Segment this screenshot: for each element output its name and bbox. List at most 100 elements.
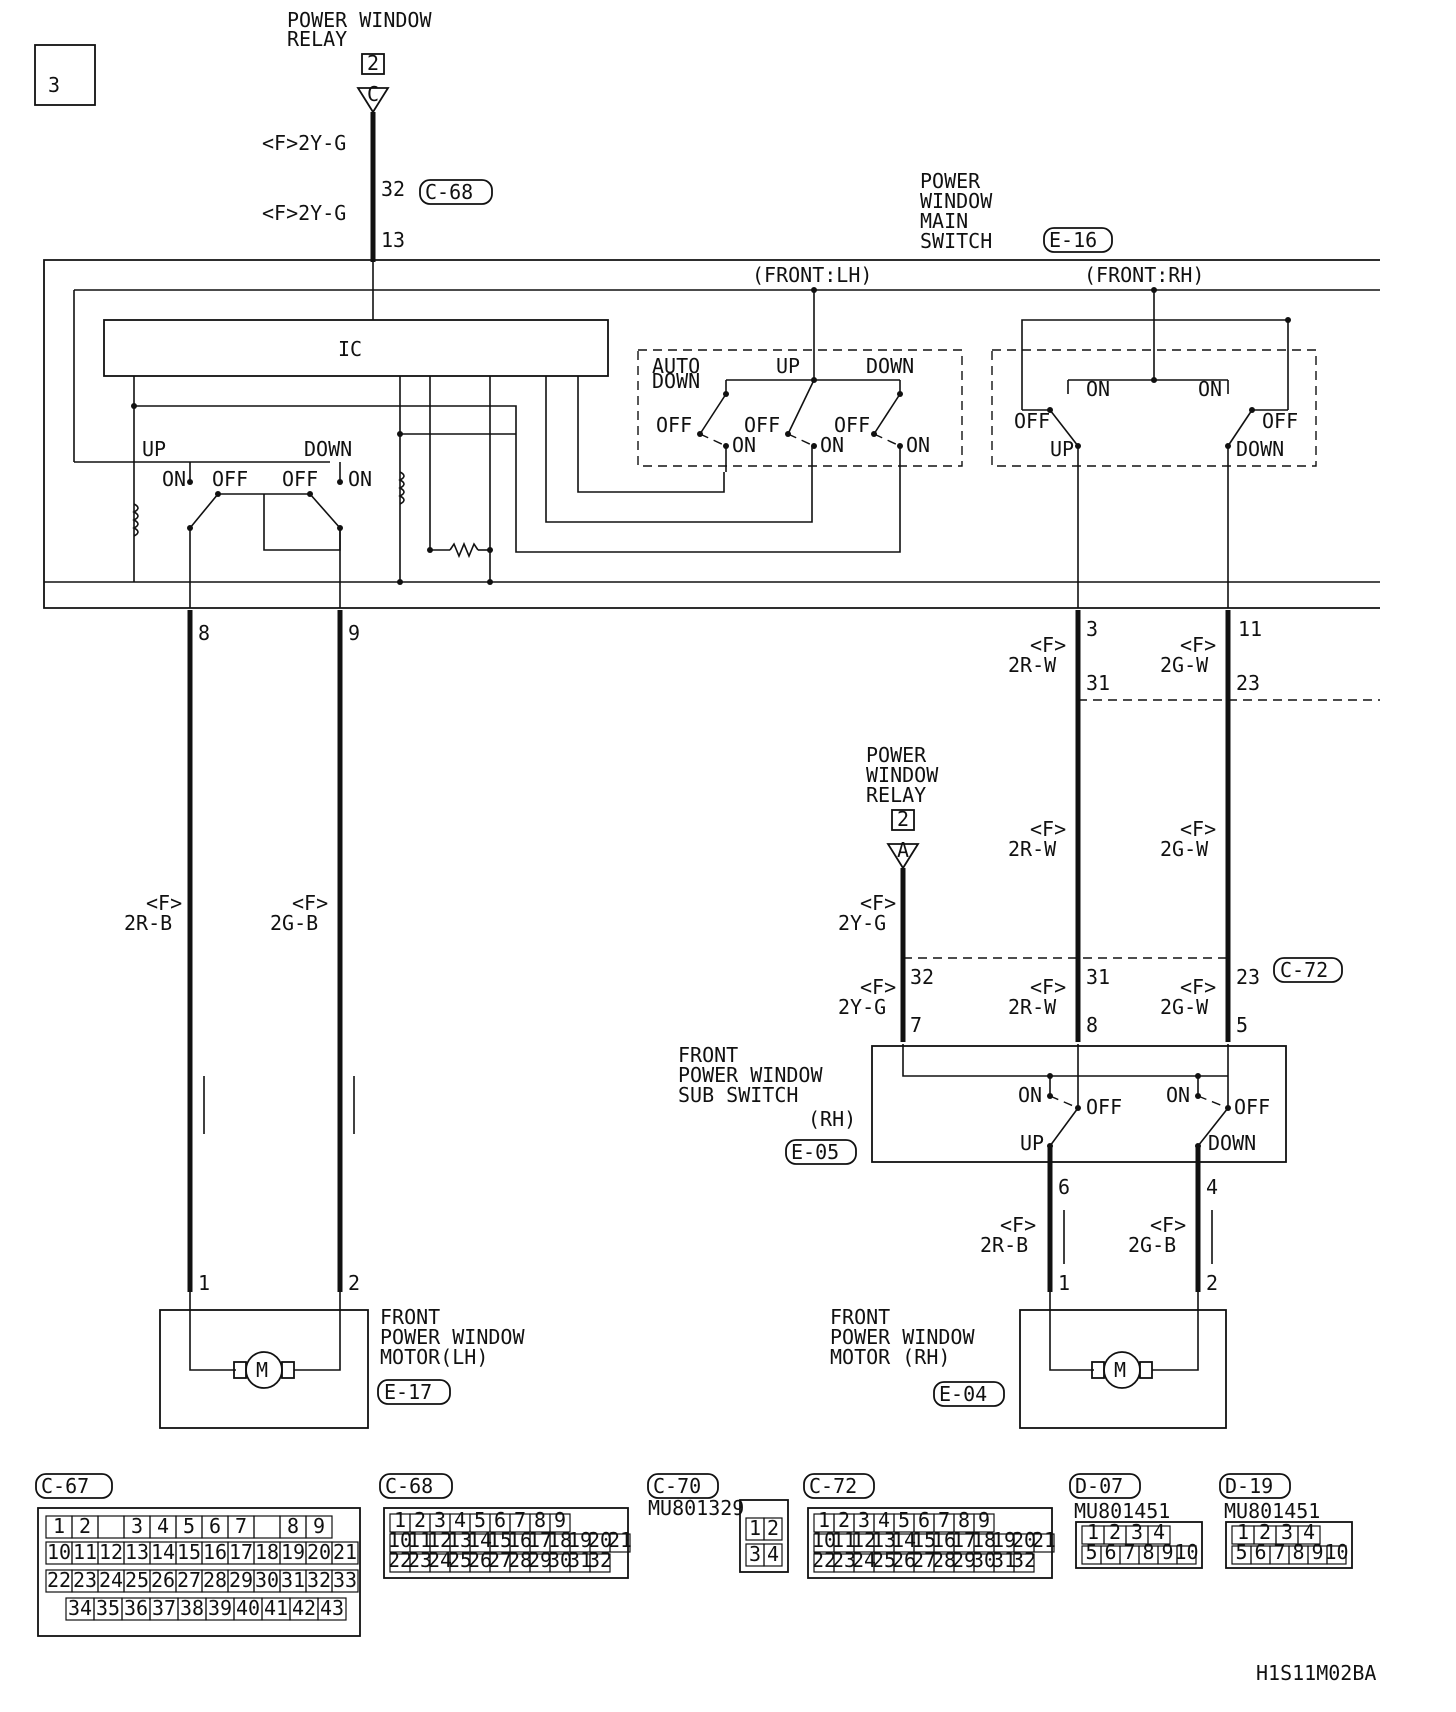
pin-number: 2 (1259, 1520, 1271, 1544)
pin-number: 18 (548, 1528, 572, 1552)
svg-text:4: 4 (1206, 1175, 1218, 1199)
svg-text:2: 2 (1206, 1271, 1218, 1295)
pin-number: 20 (588, 1528, 612, 1552)
drawing-code: H1S11M02BA (1256, 1661, 1376, 1685)
lh-relay-coil-2 (398, 471, 405, 505)
pin-number: 4 (157, 1514, 169, 1538)
svg-text:1: 1 (198, 1271, 210, 1295)
pin-number: 6 (1104, 1540, 1116, 1564)
pin-number: 18 (972, 1528, 996, 1552)
svg-text:C-68: C-68 (385, 1474, 433, 1498)
pin-cell (1297, 1525, 1321, 1545)
svg-text:FRONT: FRONT (830, 1305, 890, 1329)
pin-number: 26 (468, 1548, 492, 1572)
pin-number: 38 (180, 1596, 204, 1620)
pin-number: 29 (528, 1548, 552, 1572)
pin-number: 10 (1324, 1540, 1348, 1564)
svg-text:C-70: C-70 (653, 1474, 701, 1498)
pin-number: 20 (307, 1540, 331, 1564)
pin-cell (1033, 1533, 1055, 1553)
pin-number: 17 (528, 1528, 552, 1552)
connector-e04: E-04 (939, 1382, 987, 1406)
pin-number: 5 (1235, 1540, 1247, 1564)
svg-text:2: 2 (897, 807, 909, 831)
svg-text:UP: UP (1020, 1131, 1044, 1155)
pin-number: 10 (47, 1540, 71, 1564)
svg-text:UP: UP (1050, 437, 1074, 461)
pin-number: 39 (208, 1596, 232, 1620)
svg-text:8: 8 (1086, 1013, 1098, 1037)
main-switch-label: POWER WINDOW MAIN SWITCH E-16 (920, 169, 1113, 253)
ic-block (103, 319, 609, 377)
svg-text:POWER WINDOW: POWER WINDOW (830, 1325, 975, 1349)
wire-label-top-2: <F>2Y-G (262, 201, 346, 225)
pin-number: 11 (832, 1528, 856, 1552)
pin-number: 19 (281, 1540, 305, 1564)
pin-number: 6 (494, 1508, 506, 1532)
svg-text:DOWN: DOWN (866, 354, 914, 378)
pin-number: 7 (235, 1514, 247, 1538)
pin-cell (1147, 1525, 1171, 1545)
pin-number: 15 (177, 1540, 201, 1564)
wire-label-top-1: <F>2Y-G (262, 131, 346, 155)
svg-text:POWER: POWER (866, 743, 927, 767)
label-front-rh: (FRONT:RH) (1084, 263, 1204, 287)
svg-text:OFF: OFF (656, 413, 692, 437)
svg-text:5: 5 (1236, 1013, 1248, 1037)
svg-text:MOTOR (RH): MOTOR (RH) (830, 1345, 950, 1369)
pin-number: 6 (918, 1508, 930, 1532)
pin-cell (1326, 1545, 1347, 1565)
svg-text:SWITCH: SWITCH (920, 229, 992, 253)
pin-number: 9 (554, 1508, 566, 1532)
svg-text:ON: ON (906, 433, 930, 457)
pin-number: 21 (608, 1528, 632, 1552)
pin-number: 1 (53, 1514, 65, 1538)
pin-number: 4 (1153, 1520, 1165, 1544)
svg-text:32: 32 (910, 965, 934, 989)
pin-cell (1013, 1553, 1035, 1573)
svg-text:DOWN: DOWN (1236, 437, 1284, 461)
pin-rh-11: 11 (1238, 617, 1262, 641)
pin-number: 8 (534, 1508, 546, 1532)
svg-text:1: 1 (1058, 1271, 1070, 1295)
pin-number: 19 (568, 1528, 592, 1552)
pin-number: 37 (152, 1596, 176, 1620)
resistor (449, 541, 479, 559)
pin-cell (763, 1543, 783, 1567)
svg-text:23: 23 (1236, 965, 1260, 989)
svg-text:<F>: <F> (860, 975, 896, 999)
pin-number: 30 (548, 1548, 572, 1572)
pin-number: 29 (229, 1568, 253, 1592)
pin-cell (763, 1517, 783, 1541)
pin-number: 8 (1142, 1540, 1154, 1564)
pin-number: 28 (932, 1548, 956, 1572)
svg-text:31: 31 (1086, 671, 1110, 695)
svg-text:<F>: <F> (1180, 975, 1216, 999)
pin-number: 5 (474, 1508, 486, 1532)
svg-text:<F>: <F> (1000, 1213, 1036, 1237)
pin-number: 8 (958, 1508, 970, 1532)
pin-number: 24 (428, 1548, 452, 1572)
pin-number: 41 (264, 1596, 288, 1620)
pin-number: 24 (99, 1568, 123, 1592)
pin-number: 8 (1292, 1540, 1304, 1564)
svg-text:<F>: <F> (1150, 1213, 1186, 1237)
pin-number: 21 (333, 1540, 357, 1564)
connector-e05: E-05 (791, 1140, 839, 1164)
svg-text:MU801451: MU801451 (1224, 1499, 1320, 1523)
pin-number: 9 (1161, 1540, 1173, 1564)
pin-number: 32 (1012, 1548, 1036, 1572)
svg-text:A: A (897, 838, 909, 862)
pin-number: 5 (898, 1508, 910, 1532)
pin-number: 28 (203, 1568, 227, 1592)
pin-number: 16 (203, 1540, 227, 1564)
svg-text:OFF: OFF (1086, 1095, 1122, 1119)
svg-text:OFF: OFF (834, 413, 870, 437)
svg-text:<F>: <F> (1030, 975, 1066, 999)
pin-number: 3 (434, 1508, 446, 1532)
pin-cell (331, 1569, 359, 1593)
pin-number: 30 (255, 1568, 279, 1592)
pin-number: 3 (131, 1514, 143, 1538)
pin-number: 22 (812, 1548, 836, 1572)
